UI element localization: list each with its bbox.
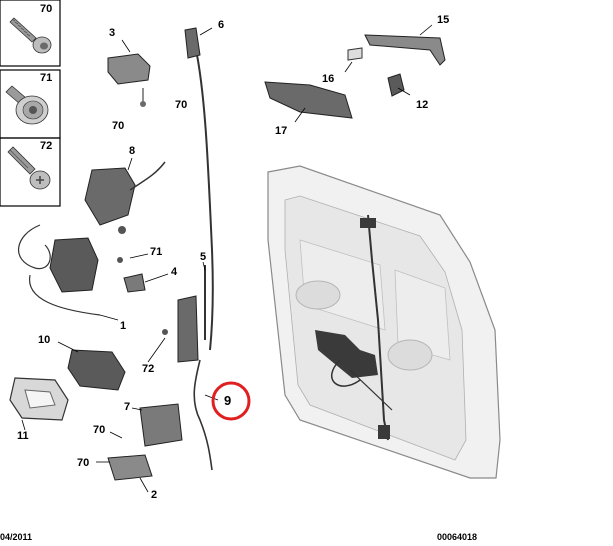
callout-16: 16 <box>322 73 335 85</box>
fastener-label-72: 72 <box>40 140 53 152</box>
highlight-circle <box>211 381 251 421</box>
part-17 <box>264 81 353 119</box>
callout-17: 17 <box>275 125 288 137</box>
callout-9: 9 <box>224 393 232 408</box>
leader-lines <box>21 24 433 493</box>
fastener-label-71: 71 <box>40 72 53 84</box>
part-4 <box>123 273 146 293</box>
part-72-screw <box>162 329 168 335</box>
callout-6: 6 <box>218 19 225 31</box>
door-panel <box>267 165 501 479</box>
footer-doc-number: 00064018 <box>437 532 478 542</box>
callout-5: 5 <box>200 251 207 263</box>
callout-70-d: 70 <box>77 457 90 469</box>
flange-bolt-icon <box>5 85 49 125</box>
part-3 <box>107 53 151 85</box>
part-1 <box>17 224 101 316</box>
part-10 <box>67 349 126 391</box>
callout-71: 71 <box>150 246 163 258</box>
callout-12: 12 <box>416 99 429 111</box>
part-8 <box>84 161 166 234</box>
cable-9 <box>193 359 213 471</box>
part-7 <box>139 403 183 447</box>
callout-70-c: 70 <box>93 424 106 436</box>
part-15 <box>364 34 446 66</box>
callout-3: 3 <box>109 27 116 39</box>
fastener-legend <box>0 0 61 207</box>
callout-15: 15 <box>437 14 450 26</box>
callout-2: 2 <box>151 489 158 501</box>
part-5-bracket <box>177 295 199 363</box>
callout-10: 10 <box>38 334 51 346</box>
callout-4: 4 <box>171 266 178 278</box>
callout-70-a: 70 <box>175 99 188 111</box>
callout-11: 11 <box>17 430 29 442</box>
part-71-screw <box>117 257 123 263</box>
callout-72: 72 <box>142 363 155 375</box>
cable-6-end <box>184 27 201 59</box>
callout-70-b: 70 <box>112 120 125 132</box>
part-16 <box>347 47 363 61</box>
fastener-label-70: 70 <box>40 3 53 15</box>
part-12 <box>387 73 405 97</box>
fastener-box-72 <box>0 137 61 207</box>
callout-7: 7 <box>124 401 131 413</box>
fastener-box-70 <box>0 0 61 67</box>
part-2 <box>107 454 153 481</box>
footer-date: 04/2011 <box>0 532 33 542</box>
callout-8: 8 <box>129 145 136 157</box>
cable-6 <box>194 44 214 351</box>
part-3-screw <box>140 101 146 107</box>
bolt-icon <box>9 17 52 54</box>
screw-icon <box>7 146 51 190</box>
callout-1: 1 <box>120 320 127 332</box>
